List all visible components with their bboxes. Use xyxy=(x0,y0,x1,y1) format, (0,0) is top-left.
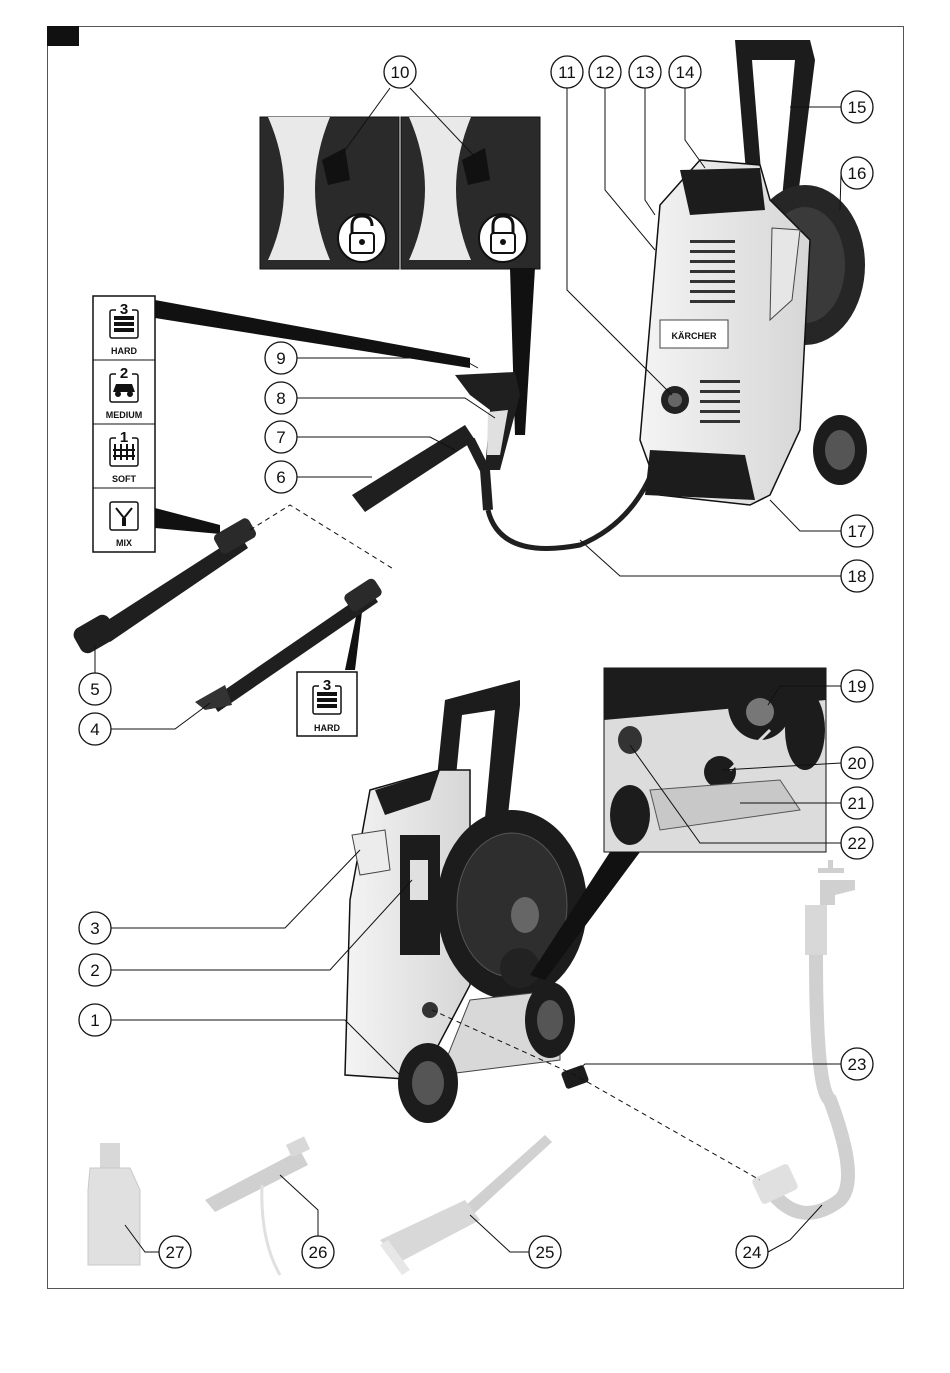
callout-number: 25 xyxy=(536,1243,555,1262)
callout-19: 19 xyxy=(841,670,873,702)
callout-number: 7 xyxy=(276,428,285,447)
callout-3: 3 xyxy=(79,912,111,944)
mode-level: 3 xyxy=(323,677,331,694)
callout-number: 1 xyxy=(90,1011,99,1030)
mode-label: HARD xyxy=(111,346,137,356)
lock-detail-panels xyxy=(260,117,540,269)
callout-17: 17 xyxy=(841,515,873,547)
leader-line-23 xyxy=(578,1064,841,1070)
callout-5: 5 xyxy=(79,673,111,705)
callout-number: 27 xyxy=(166,1243,185,1262)
lock-icon xyxy=(479,214,527,262)
callout-15: 15 xyxy=(841,91,873,123)
callout-number: 4 xyxy=(90,720,99,739)
callout-number: 3 xyxy=(90,919,99,938)
callout-number: 20 xyxy=(848,754,867,773)
callout-13: 13 xyxy=(629,56,661,88)
callout-1: 1 xyxy=(79,1004,111,1036)
callout-number: 6 xyxy=(276,468,285,487)
callout-number: 18 xyxy=(848,567,867,586)
callout-number: 10 xyxy=(391,63,410,82)
callout-number: 13 xyxy=(636,63,655,82)
callout-14: 14 xyxy=(669,56,701,88)
callout-25: 25 xyxy=(529,1236,561,1268)
leader-line-14 xyxy=(685,88,705,168)
callout-27: 27 xyxy=(159,1236,191,1268)
callout-number: 11 xyxy=(558,63,576,82)
mode-level: 3 xyxy=(120,301,128,318)
callout-number: 26 xyxy=(309,1243,328,1262)
callout-number: 19 xyxy=(848,677,867,696)
callout-number: 8 xyxy=(276,389,285,408)
mode-label: MEDIUM xyxy=(106,410,143,420)
mode-label: SOFT xyxy=(112,474,137,484)
mode-level: 1 xyxy=(120,429,128,446)
garden-hose-with-tap xyxy=(751,860,855,1213)
inlet-coupling xyxy=(561,1064,590,1089)
callout-10: 10 xyxy=(384,56,416,88)
callout-20: 20 xyxy=(841,747,873,779)
callout-number: 24 xyxy=(743,1243,762,1262)
callout-26: 26 xyxy=(302,1236,334,1268)
callout-number: 2 xyxy=(90,961,99,980)
callout-4: 4 xyxy=(79,713,111,745)
mode-label: HARD xyxy=(314,723,340,733)
leader-line-26 xyxy=(280,1175,318,1236)
water-inlet-detail-panel xyxy=(604,668,826,852)
callout-7: 7 xyxy=(265,421,297,453)
leader-line-8 xyxy=(297,398,495,418)
brand-label: KÄRCHER xyxy=(672,331,718,341)
callout-18: 18 xyxy=(841,560,873,592)
callout-12: 12 xyxy=(589,56,621,88)
callout-24: 24 xyxy=(736,1236,768,1268)
callout-21: 21 xyxy=(841,787,873,819)
callout-number: 16 xyxy=(848,164,867,183)
callout-number: 17 xyxy=(848,522,867,541)
leader-line-18 xyxy=(580,540,841,576)
callout-number: 23 xyxy=(848,1055,867,1074)
leader-line-13 xyxy=(645,88,655,215)
callout-number: 21 xyxy=(848,794,867,813)
callout-9: 9 xyxy=(265,342,297,374)
callout-23: 23 xyxy=(841,1048,873,1080)
callout-number: 22 xyxy=(848,834,867,853)
unlock-icon xyxy=(338,214,386,262)
detergent-bottle xyxy=(88,1143,140,1265)
callout-number: 15 xyxy=(848,98,867,117)
callout-11: 11 xyxy=(551,56,583,88)
pressure-washer-front-view: KÄRCHER xyxy=(640,40,867,505)
leader-line-4 xyxy=(111,703,210,729)
callout-number: 12 xyxy=(596,63,615,82)
callout-22: 22 xyxy=(841,827,873,859)
callout-16: 16 xyxy=(841,157,873,189)
leader-line-3 xyxy=(111,850,360,928)
foam-nozzle xyxy=(205,1136,310,1275)
callout-6: 6 xyxy=(265,461,297,493)
leader-line-17 xyxy=(770,500,841,531)
callout-number: 9 xyxy=(276,349,285,368)
callout-number: 14 xyxy=(676,63,695,82)
callout-8: 8 xyxy=(265,382,297,414)
callout-2: 2 xyxy=(79,954,111,986)
callout-number: 5 xyxy=(90,680,99,699)
wash-brush xyxy=(380,1135,552,1275)
leader-line-12 xyxy=(605,88,655,250)
mode-level: 2 xyxy=(120,365,128,382)
mode-label: MIX xyxy=(116,538,132,548)
